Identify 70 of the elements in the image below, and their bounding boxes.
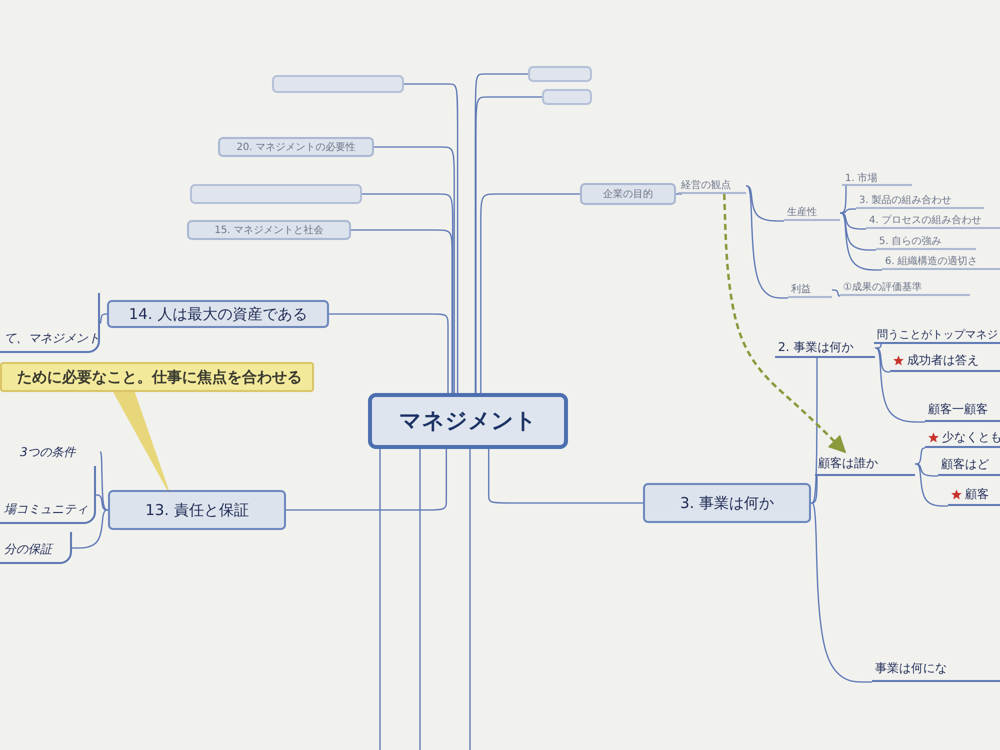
branch-line	[474, 73, 528, 393]
branch-line	[914, 463, 948, 507]
branch-text: 6. 組織構造の適切さ	[885, 254, 978, 268]
branch-line	[100, 451, 108, 511]
branch-text: て、マネジメント	[4, 330, 100, 347]
branch-line	[840, 212, 882, 271]
branch-text: 顧客は誰か	[818, 454, 878, 472]
branch-text: 1. 市場	[845, 172, 878, 185]
branch-line	[874, 347, 925, 423]
central-topic-box: マネジメント	[368, 393, 568, 449]
branch-line	[915, 447, 926, 465]
branch-text: 問うことがトップマネジ	[877, 326, 998, 342]
branch-line	[840, 185, 847, 214]
topic-box: 3. 事業は何か	[643, 483, 811, 523]
branch-line	[379, 449, 381, 750]
topic-box: 20. マネジメントの必要性	[218, 137, 374, 157]
branch-line	[100, 313, 107, 324]
branch-line	[840, 208, 856, 214]
branch-text: 5. 自らの強み	[879, 235, 942, 248]
branch-line	[404, 83, 458, 393]
branch-line	[875, 343, 882, 349]
branch-line	[810, 502, 872, 683]
topic-box	[272, 75, 404, 93]
branch-text: 顧客はど	[941, 456, 989, 472]
branch-line	[832, 289, 840, 297]
branch-text: 事業は何にな	[875, 660, 947, 676]
topic-box	[190, 184, 362, 204]
branch-line	[746, 185, 784, 222]
branch-line	[875, 347, 890, 373]
branch-text: 顧客	[965, 486, 989, 502]
topic-box: 企業の目的	[580, 183, 676, 205]
branch-line	[329, 313, 449, 393]
branch-line	[840, 212, 866, 230]
branch-line	[419, 449, 421, 750]
branch-text: 顧客一顧客	[928, 400, 988, 418]
branch-text: 利益	[791, 282, 811, 296]
branch-line	[475, 96, 542, 393]
branch-text: 経営の観点	[681, 178, 731, 192]
branch-text: 2. 事業は何か	[778, 338, 854, 356]
branch-line	[72, 509, 108, 549]
branch-line	[96, 494, 108, 511]
topic-box: 13. 責任と保証	[108, 490, 286, 530]
dashed-arrow	[723, 194, 846, 454]
branch-text: ①成果の評価基準	[843, 280, 922, 294]
topic-box: 15. マネジメントと社会	[187, 220, 351, 240]
branch-line	[488, 449, 643, 504]
branch-line	[374, 146, 455, 393]
branch-line	[811, 475, 818, 504]
branch-text: 4. プロセスの組み合わせ	[869, 214, 982, 227]
branch-line	[362, 193, 454, 393]
callout-pointer	[112, 391, 169, 491]
branch-line	[840, 212, 876, 251]
branch-line	[810, 357, 818, 504]
branch-text: 生産性	[787, 206, 817, 219]
branch-line	[915, 463, 938, 477]
branch-text: 分の保証	[4, 541, 52, 558]
branch-line	[351, 229, 453, 393]
branch-text: 少なくとも	[942, 428, 1000, 446]
branch-line	[746, 185, 788, 299]
branch-line	[480, 193, 580, 393]
branch-text: 3. 製品の組み合わせ	[859, 194, 952, 207]
branch-line	[469, 449, 471, 750]
topic-box: 14. 人は最大の資産である	[107, 300, 329, 328]
callout-note: ために必要なこと。仕事に焦点を合わせる	[0, 362, 314, 392]
branch-text: 場コミュニティ	[4, 501, 88, 518]
branch-text: 3つの条件	[20, 444, 76, 460]
branch-text: 成功者は答え	[907, 352, 979, 368]
topic-box	[542, 89, 592, 105]
topic-box	[528, 66, 592, 82]
branch-line	[286, 449, 447, 511]
